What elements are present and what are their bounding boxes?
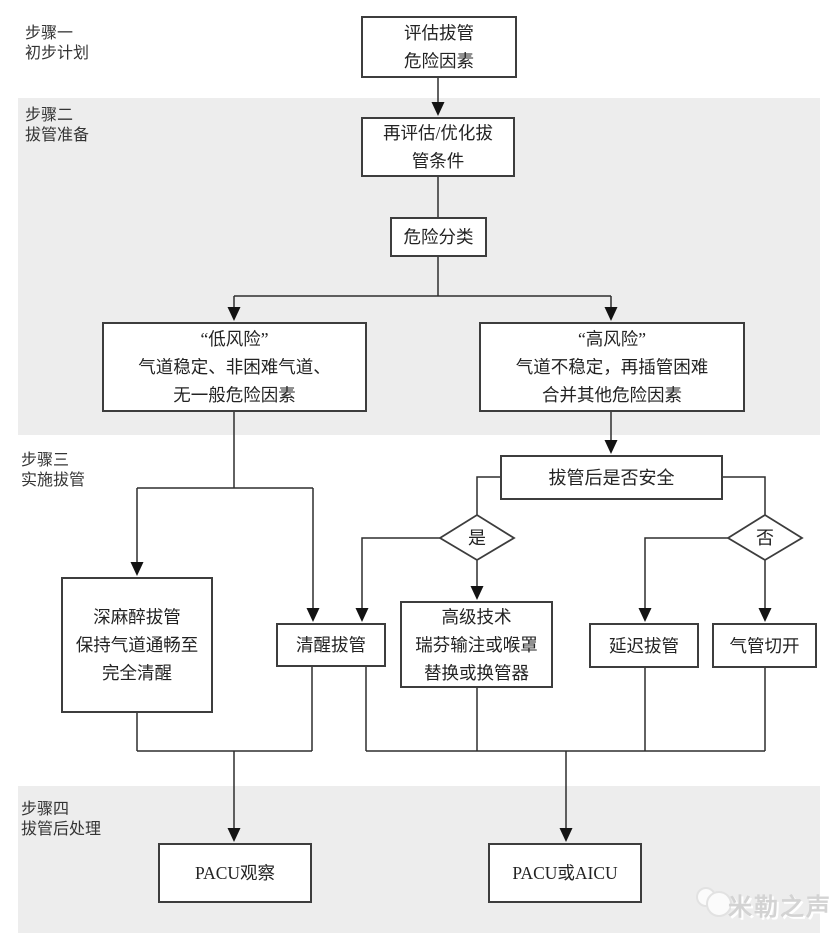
step-label-3: 步骤三 实施拔管 bbox=[21, 451, 85, 490]
node-reassess-optimize: 再评估/优化拔 管条件 bbox=[361, 117, 515, 177]
node-text-line: 合并其他危险因素 bbox=[542, 385, 682, 405]
node-text-line: 深麻醉拔管 bbox=[93, 607, 181, 627]
node-text-line: 完全清醒 bbox=[102, 663, 172, 683]
node-tracheotomy: 气管切开 bbox=[712, 623, 817, 668]
node-text-line: 延迟拔管 bbox=[609, 635, 679, 656]
node-text-line: PACU或AICU bbox=[512, 863, 618, 883]
node-text-line: 危险因素 bbox=[404, 51, 474, 71]
node-text-line: 清醒拔管 bbox=[296, 635, 366, 655]
node-low-risk: “低风险” 气道稳定、非困难气道、 无一般危险因素 bbox=[102, 322, 367, 412]
step-number: 步骤一 bbox=[25, 25, 74, 42]
node-text-line: 高级技术 bbox=[441, 606, 512, 627]
node-text-line: 瑞芬输注或喉罩 bbox=[415, 634, 538, 655]
decision-yes-label: 是 bbox=[468, 528, 486, 548]
step-title: 拔管后处理 bbox=[21, 820, 102, 838]
node-text-line: 气管切开 bbox=[729, 635, 800, 656]
watermark-text: 米勒之声 bbox=[728, 895, 832, 921]
node-text-line: 替换或换管器 bbox=[424, 662, 529, 683]
step-title: 实施拔管 bbox=[21, 471, 86, 489]
node-text-line: 拔管后是否安全 bbox=[548, 467, 675, 488]
node-assess-extubation-risk: 评估拔管 危险因素 bbox=[361, 16, 517, 78]
node-text-line: 气道稳定、非困难气道、 bbox=[138, 357, 331, 377]
node-text-line: 评估拔管 bbox=[404, 23, 474, 43]
node-advanced-technique: 高级技术 瑞芬输注或喉罩 替换或换管器 bbox=[400, 601, 553, 688]
step-number: 步骤四 bbox=[21, 801, 70, 818]
node-deep-anesthesia-extubation: 深麻醉拔管 保持气道通畅至 完全清醒 bbox=[61, 577, 213, 713]
node-text-line: 气道不稳定，再插管困难 bbox=[515, 357, 709, 377]
node-text-line: 管条件 bbox=[411, 151, 465, 171]
decision-no-label: 否 bbox=[756, 528, 774, 548]
node-text-line: 危险分类 bbox=[403, 227, 474, 247]
step-number: 步骤三 bbox=[21, 452, 70, 469]
step-label-4: 步骤四 拔管后处理 bbox=[21, 800, 101, 839]
node-text-line: 再评估/优化拔 bbox=[383, 123, 493, 143]
step-label-1: 步骤一 初步计划 bbox=[25, 24, 89, 63]
step-title: 拔管准备 bbox=[25, 126, 90, 144]
node-awake-extubation: 清醒拔管 bbox=[276, 623, 386, 667]
node-safe-after-extubation: 拔管后是否安全 bbox=[500, 455, 723, 500]
node-text-line: “低风险” bbox=[200, 329, 269, 349]
node-text-line: “高风险” bbox=[577, 329, 647, 349]
node-text-line: 保持气道通畅至 bbox=[75, 635, 199, 655]
step4-background-band bbox=[18, 786, 820, 933]
step-number: 步骤二 bbox=[25, 107, 74, 124]
node-risk-classification: 危险分类 bbox=[390, 217, 487, 257]
node-pacu-or-aicu: PACU或AICU bbox=[488, 843, 642, 903]
node-delayed-extubation: 延迟拔管 bbox=[589, 623, 699, 668]
node-text-line: 无一般危险因素 bbox=[173, 385, 296, 405]
node-text-line: PACU观察 bbox=[194, 863, 276, 883]
node-high-risk: “高风险” 气道不稳定，再插管困难 合并其他危险因素 bbox=[479, 322, 745, 412]
node-pacu-observation: PACU观察 bbox=[158, 843, 312, 903]
step-label-2: 步骤二 拔管准备 bbox=[25, 106, 89, 145]
step-title: 初步计划 bbox=[25, 44, 90, 62]
